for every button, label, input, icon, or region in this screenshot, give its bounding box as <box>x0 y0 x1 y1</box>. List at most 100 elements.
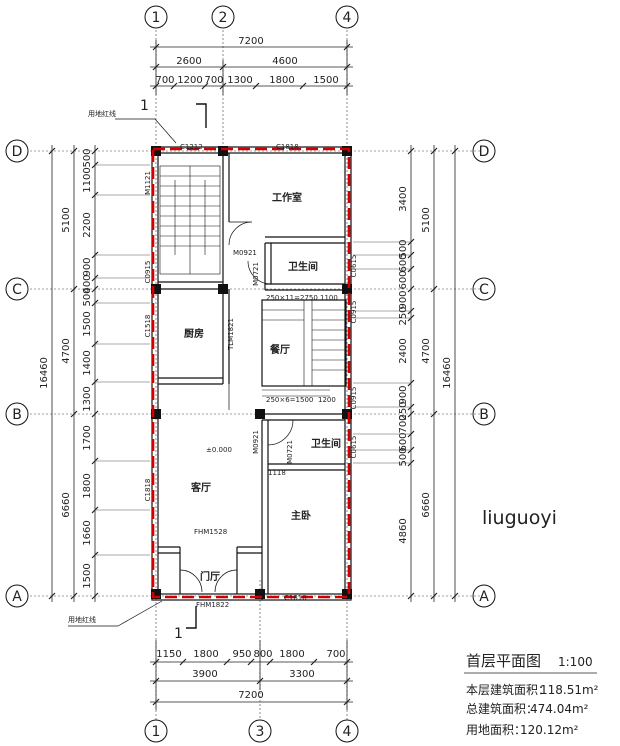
site-boundary-line <box>151 147 351 599</box>
dim-right-mid-1: 5100 <box>421 207 432 232</box>
dim-right-total: 16460 <box>442 357 453 389</box>
room-study: 工作室 <box>272 191 302 204</box>
dim-right-detail-3: 600 <box>398 253 409 272</box>
bottom-dimension-chains <box>150 640 353 710</box>
dim-bottom-detail-4: 800 <box>253 649 272 660</box>
site-area-label: 用地面积： <box>466 723 526 737</box>
section-number-bottom: 1 <box>174 626 183 642</box>
axis-bubble-right-a: A <box>472 584 496 608</box>
floor-area-value: 118.51m² <box>540 683 599 697</box>
label-door-m0721-b: M0721 <box>286 440 294 464</box>
door-swings <box>179 221 294 593</box>
dim-left-total: 16460 <box>39 357 50 389</box>
axis-bubble-left-c: C <box>5 277 29 301</box>
dim-bottom-total: 7200 <box>238 690 263 701</box>
dim-top-detail-6: 1500 <box>313 75 338 86</box>
axis-bubble-left-d: D <box>5 139 29 163</box>
dim-bottom-detail-5: 1800 <box>279 649 304 660</box>
room-dining: 餐厅 <box>269 343 290 356</box>
dim-right-detail-10: 700 <box>398 414 409 433</box>
right-dimension-chains <box>353 145 459 602</box>
dim-left-mid-3: 6660 <box>61 492 72 517</box>
dim-left-detail-3: 2200 <box>82 212 93 237</box>
dim-right-detail-8: 900 <box>398 385 409 404</box>
dim-bottom-detail-1: 1150 <box>156 649 181 660</box>
label-site-line-top: 用地红线 <box>88 109 116 118</box>
svg-text:C: C <box>12 282 22 298</box>
label-door-tlm1821: TLM1821 <box>227 318 235 351</box>
dim-left-detail-12: 1660 <box>82 520 93 545</box>
dim-left-detail-1: 500 <box>82 148 93 167</box>
axis-bubble-right-c: C <box>472 277 496 301</box>
watermark-text: liuguoyi <box>482 507 557 529</box>
svg-text:2: 2 <box>219 10 228 26</box>
label-door-m0721-a: M0721 <box>252 262 260 286</box>
room-living: 客厅 <box>190 481 211 494</box>
label-window-c0615-b: C0615 <box>350 436 358 459</box>
label-window-c1818-bottom: C1818 <box>284 594 307 602</box>
site-area-value: 120.12m² <box>520 723 579 737</box>
dim-bottom-detail-2: 1800 <box>193 649 218 660</box>
room-foyer: 门厅 <box>200 570 220 583</box>
section-number-top: 1 <box>140 98 149 114</box>
room-master: 主卧 <box>291 509 311 522</box>
stair-right-treads <box>262 300 346 397</box>
dim-top-mid-2: 4600 <box>272 56 297 67</box>
axis-bubble-top-1: 1 <box>144 5 168 29</box>
dim-left-detail-8: 1400 <box>82 350 93 375</box>
svg-text:4: 4 <box>343 10 352 26</box>
axis-bubble-left-b: B <box>5 402 29 426</box>
svg-text:3: 3 <box>256 724 265 740</box>
dim-right-detail-7: 2400 <box>398 338 409 363</box>
label-door-m0921-b: M0921 <box>252 430 260 454</box>
dim-left-detail-10: 1700 <box>82 425 93 450</box>
dim-right-detail-12: 500 <box>398 447 409 466</box>
dim-top-detail-2: 1200 <box>177 75 202 86</box>
floor-area-label: 本层建筑面积： <box>466 682 550 697</box>
svg-text:B: B <box>12 407 22 423</box>
leader-site-line-top <box>115 118 177 144</box>
label-stair-note-1200: 1200 <box>318 396 336 404</box>
axis-bubble-top-2: 2 <box>211 5 235 29</box>
axis-bubble-bottom-1: 1 <box>144 719 168 743</box>
room-bath-upper: 卫生间 <box>288 260 318 273</box>
axis-grid-lines <box>30 30 480 720</box>
label-window-c0915-c: C0915 <box>350 387 358 410</box>
dim-right-detail-9: 250 <box>398 401 409 420</box>
dim-left-mid-2: 4700 <box>61 338 72 363</box>
dim-left-detail-2: 1100 <box>82 167 93 192</box>
dim-right-detail-1: 3400 <box>398 186 409 211</box>
dim-bottom-mid-1: 3900 <box>192 669 217 680</box>
label-window-c1212: C1212 <box>180 143 203 151</box>
section-mark-bottom <box>186 606 197 629</box>
structural-columns <box>151 146 352 599</box>
label-door-fhm1528: FHM1528 <box>194 528 227 536</box>
label-window-c0915-b: C0915 <box>350 301 358 324</box>
room-kitchen: 厨房 <box>184 327 204 340</box>
label-stair-note-mid: 1100 <box>320 294 338 302</box>
axis-bubble-right-d: D <box>472 139 496 163</box>
dim-right-detail-11: 600 <box>398 432 409 451</box>
dim-left-detail-5: 400 <box>82 274 93 293</box>
svg-text:1: 1 <box>152 724 161 740</box>
dim-left-detail-6: 500 <box>82 287 93 306</box>
total-area-label: 总建筑面积： <box>466 701 538 716</box>
drawing-scale: 1:100 <box>558 655 593 669</box>
svg-text:4: 4 <box>343 724 352 740</box>
dim-bottom-detail-6: 700 <box>326 649 345 660</box>
label-stair-note-lower: 250×6=1500 <box>266 396 313 404</box>
axis-bubble-right-b: B <box>472 402 496 426</box>
dim-right-mid-2: 4700 <box>421 338 432 363</box>
stair-left-treads <box>159 165 221 275</box>
leader-site-line-bottom <box>68 600 163 627</box>
axis-bubble-top-4: 4 <box>335 5 359 29</box>
dim-right-detail-4: 600 <box>398 270 409 289</box>
dim-top-total: 7200 <box>238 36 263 47</box>
dim-top-detail-5: 1800 <box>269 75 294 86</box>
dim-top-detail-3: 700 <box>204 75 223 86</box>
label-stair-note-upper: 250×11=2750 <box>266 294 318 302</box>
dim-top-detail-1: 700 <box>155 75 174 86</box>
top-dimension-chains <box>150 40 353 95</box>
dim-right-detail-13: 4860 <box>398 518 409 543</box>
